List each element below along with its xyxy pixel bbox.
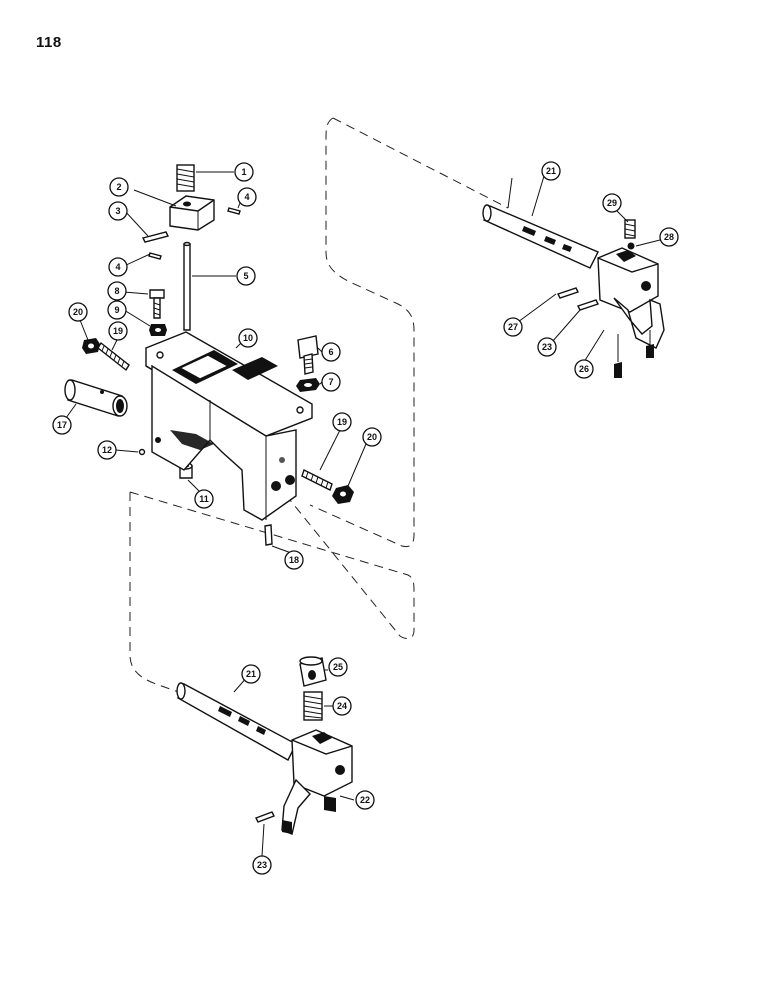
svg-text:23: 23 xyxy=(542,342,552,352)
svg-text:1: 1 xyxy=(241,167,246,177)
shifter-housing-10 xyxy=(145,331,313,521)
callout-25: 25 xyxy=(328,657,348,677)
ball-12 xyxy=(138,448,146,456)
callout-20-left: 20 xyxy=(68,302,88,322)
sleeve-17 xyxy=(64,379,128,417)
svg-text:4: 4 xyxy=(115,262,120,272)
rod-5 xyxy=(183,241,191,331)
callout-19-right: 19 xyxy=(332,412,352,432)
nut-20-right xyxy=(332,485,354,504)
bolt-8 xyxy=(149,289,165,319)
callout-3: 3 xyxy=(108,201,128,221)
svg-text:11: 11 xyxy=(199,494,209,504)
callout-23-upper: 23 xyxy=(537,337,557,357)
svg-text:8: 8 xyxy=(114,286,119,296)
callout-29: 29 xyxy=(602,193,622,213)
shift-fork-26 xyxy=(597,247,665,378)
nut-7 xyxy=(296,378,320,392)
spring-29 xyxy=(624,219,636,239)
roll-pin-4a xyxy=(227,207,241,215)
callout-28: 28 xyxy=(659,227,679,247)
svg-text:27: 27 xyxy=(508,322,518,332)
callout-22: 22 xyxy=(355,790,375,810)
svg-text:21: 21 xyxy=(546,166,556,176)
assembly-guide-upper xyxy=(309,117,509,548)
ball-28 xyxy=(627,242,635,250)
callout-18: 18 xyxy=(284,550,304,570)
svg-text:17: 17 xyxy=(57,420,67,430)
callout-4-lower: 4 xyxy=(108,257,128,277)
svg-text:26: 26 xyxy=(579,364,589,374)
callout-8: 8 xyxy=(107,281,127,301)
page-number: 118 xyxy=(36,34,62,51)
callouts: 1 2 3 4 4 5 8 9 20 19 10 6 7 17 12 11 19… xyxy=(52,161,679,875)
svg-text:4: 4 xyxy=(244,192,249,202)
bolt-6 xyxy=(297,335,319,375)
shift-rail-21-lower xyxy=(176,682,297,761)
svg-text:18: 18 xyxy=(289,555,299,565)
callout-11: 11 xyxy=(194,489,214,509)
callout-1: 1 xyxy=(234,162,254,182)
svg-text:7: 7 xyxy=(328,377,333,387)
callout-21-lower: 21 xyxy=(241,664,261,684)
callout-5: 5 xyxy=(236,266,256,286)
svg-text:3: 3 xyxy=(115,206,120,216)
poppet-block xyxy=(169,195,215,231)
callout-12: 12 xyxy=(97,440,117,460)
svg-text:9: 9 xyxy=(114,305,119,315)
assembly-guide-lower xyxy=(129,491,415,695)
callout-19-left: 19 xyxy=(108,321,128,341)
callout-27: 27 xyxy=(503,317,523,337)
svg-text:22: 22 xyxy=(360,795,370,805)
pin-3 xyxy=(141,231,170,243)
svg-text:2: 2 xyxy=(116,182,121,192)
callout-23-lower: 23 xyxy=(252,855,272,875)
svg-text:21: 21 xyxy=(246,669,256,679)
svg-text:23: 23 xyxy=(257,860,267,870)
svg-text:29: 29 xyxy=(607,198,617,208)
svg-text:12: 12 xyxy=(102,445,112,455)
svg-text:5: 5 xyxy=(243,271,248,281)
callout-20-right: 20 xyxy=(362,427,382,447)
detent-spring xyxy=(176,164,195,192)
callout-21-upper: 21 xyxy=(541,161,561,181)
svg-text:19: 19 xyxy=(113,326,123,336)
svg-text:20: 20 xyxy=(367,432,377,442)
spring-24 xyxy=(303,691,323,721)
callout-10: 10 xyxy=(238,328,258,348)
roll-pin-4b xyxy=(148,252,162,260)
sleeve-25 xyxy=(299,656,327,687)
svg-text:10: 10 xyxy=(243,333,253,343)
nut-20-left xyxy=(82,338,100,354)
callout-17: 17 xyxy=(52,415,72,435)
svg-text:6: 6 xyxy=(328,347,333,357)
callout-4-upper: 4 xyxy=(237,187,257,207)
shift-fork-22 xyxy=(281,729,353,835)
shift-rail-21-upper xyxy=(482,204,599,269)
svg-text:24: 24 xyxy=(337,701,347,711)
pin-23-upper xyxy=(577,299,599,311)
pin-27 xyxy=(557,287,579,299)
svg-text:25: 25 xyxy=(333,662,343,672)
stud-19-left xyxy=(97,341,130,372)
callout-24: 24 xyxy=(332,696,352,716)
svg-text:20: 20 xyxy=(73,307,83,317)
leader-lines xyxy=(65,171,669,857)
callout-6: 6 xyxy=(321,342,341,362)
svg-text:19: 19 xyxy=(337,417,347,427)
callout-7: 7 xyxy=(321,372,341,392)
callout-26: 26 xyxy=(574,359,594,379)
callout-2: 2 xyxy=(109,177,129,197)
svg-text:28: 28 xyxy=(664,232,674,242)
nut-9 xyxy=(149,324,167,336)
pin-23-lower xyxy=(255,811,275,823)
pin-18 xyxy=(264,524,273,546)
stud-19-right xyxy=(301,469,333,491)
callout-9: 9 xyxy=(107,300,127,320)
